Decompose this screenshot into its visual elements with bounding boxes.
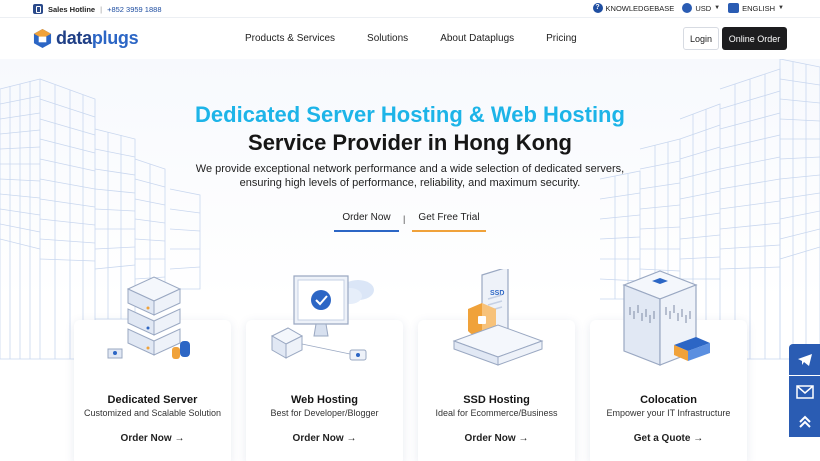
scroll-top-button[interactable] (789, 406, 820, 437)
currency-select[interactable]: USD ▼ (682, 3, 720, 13)
card-subtitle: Best for Developer/Blogger (270, 408, 379, 418)
language-select[interactable]: ENGLISH ▼ (728, 3, 784, 13)
currency-icon (682, 3, 693, 13)
nav-solutions[interactable]: Solutions (367, 33, 409, 44)
free-trial-button[interactable]: Get Free Trial (412, 212, 486, 232)
card-subtitle: Ideal for Ecommerce/Business (435, 408, 558, 418)
hotline-label: Sales Hotline (48, 4, 96, 14)
logo-mark-icon (33, 29, 52, 48)
card-order-link[interactable]: Order Now → (292, 433, 357, 444)
logo[interactable]: dataplugs (33, 28, 139, 49)
card-title: Colocation (640, 394, 697, 406)
main-header: dataplugs Products & Services Solutions … (0, 19, 820, 59)
hotline-number[interactable]: +852 3959 1888 (107, 4, 162, 14)
server-stack-icon (107, 276, 190, 359)
hero-title-line2: Service Provider in Hong Kong (248, 130, 572, 155)
card-quote-link[interactable]: Get a Quote → (633, 433, 704, 444)
svg-text:SSD: SSD (490, 290, 504, 297)
knowledgebase-label: KNOWLEDGEBASE (605, 3, 675, 13)
cta-divider: | (403, 214, 406, 224)
card-title: SSD Hosting (463, 394, 530, 406)
colocation-rack-icon (622, 270, 710, 366)
hero-title-line1: Dedicated Server Hosting & Web Hosting (195, 102, 625, 127)
phone-icon (33, 4, 43, 14)
hotline-divider: | (100, 4, 103, 14)
telegram-icon (797, 353, 812, 366)
chevron-down-icon: ▼ (714, 5, 721, 11)
language-label: ENGLISH (742, 3, 776, 13)
top-bar: Sales Hotline | +852 3959 1888 ? KNOWLED… (0, 0, 820, 18)
currency-label: USD (695, 3, 712, 13)
nav-products[interactable]: Products & Services (245, 33, 336, 44)
logo-text: dataplugs (56, 28, 139, 48)
card-title: Web Hosting (290, 394, 358, 406)
hero-section: Dedicated Server Hosting & Web Hosting S… (0, 59, 820, 461)
language-icon (728, 3, 740, 13)
main-nav: Products & Services Solutions About Data… (245, 33, 609, 44)
card-subtitle: Empower your IT Infrastructure (606, 408, 731, 418)
card-order-link[interactable]: Order Now → (464, 433, 529, 444)
scroll-top-icon (798, 415, 811, 428)
city-skyline-background (0, 59, 820, 360)
online-order-button[interactable]: Online Order (722, 27, 787, 50)
telegram-button[interactable] (789, 344, 820, 375)
sales-hotline[interactable]: Sales Hotline | +852 3959 1888 (33, 4, 162, 14)
mail-icon (795, 384, 814, 399)
hero-subtitle-line2: ensuring high levels of performance, rel… (239, 177, 581, 189)
hero-subtitle-line1: We provide exceptional network performan… (195, 163, 625, 175)
card-dedicated-server[interactable]: Dedicated Server Customized and Scalable… (74, 320, 231, 461)
card-order-link[interactable]: Order Now → (120, 433, 185, 444)
question-icon: ? (592, 3, 603, 13)
monitor-web-icon (270, 275, 374, 361)
card-web-hosting[interactable]: Web Hosting Best for Developer/Blogger O… (246, 320, 403, 461)
email-button[interactable] (789, 376, 820, 407)
nav-pricing[interactable]: Pricing (546, 33, 577, 44)
chevron-down-icon: ▼ (778, 5, 784, 11)
login-button[interactable]: Login (683, 27, 719, 50)
card-subtitle: Customized and Scalable Solution (83, 408, 222, 418)
order-now-button[interactable]: Order Now (334, 212, 399, 232)
ssd-shield-icon: SSD (452, 269, 544, 366)
knowledgebase-link[interactable]: ? KNOWLEDGEBASE (592, 3, 675, 13)
nav-about[interactable]: About Dataplugs (440, 33, 515, 44)
card-title: Dedicated Server (107, 394, 198, 406)
